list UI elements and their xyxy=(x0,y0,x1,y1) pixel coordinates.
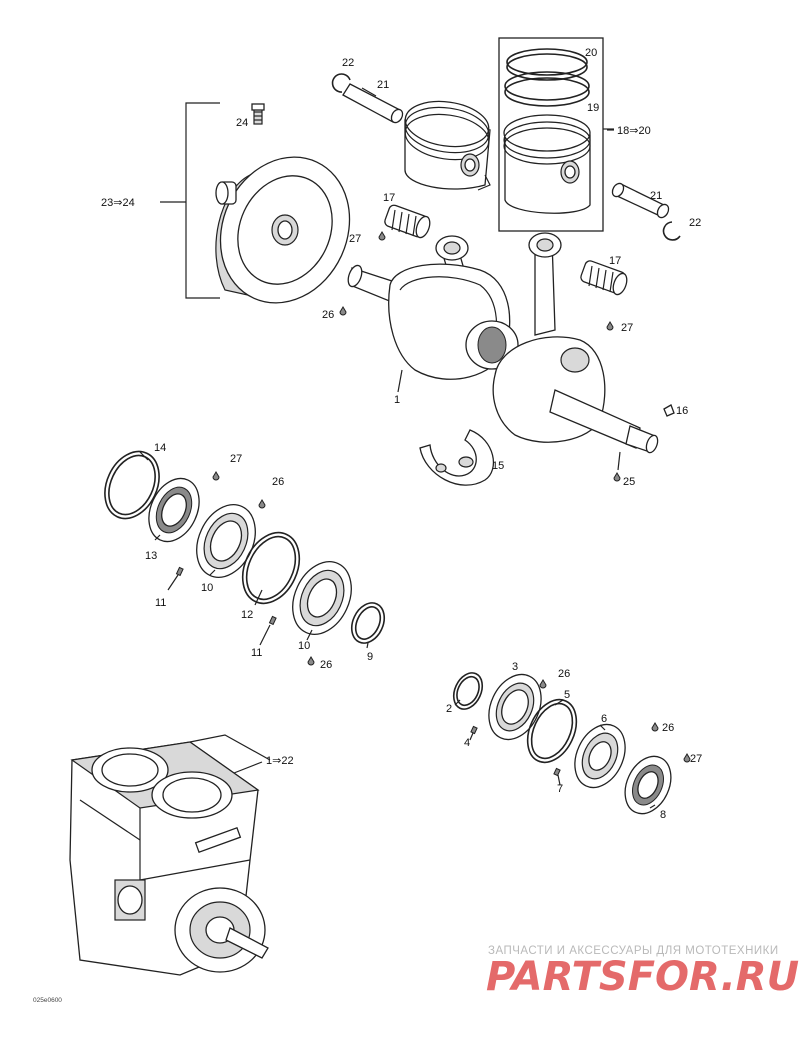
grease-drop-icon xyxy=(258,499,266,509)
callout-17-left: 17 xyxy=(383,192,395,204)
flywheel xyxy=(160,102,351,304)
callout-15: 15 xyxy=(492,460,504,472)
callout-27-b: 27 xyxy=(621,322,633,334)
leader-lines xyxy=(139,87,656,809)
callout-22-left: 22 xyxy=(342,57,354,69)
callout-5: 5 xyxy=(564,689,570,701)
callout-27-a: 27 xyxy=(349,233,361,245)
callout-9: 9 xyxy=(367,651,373,663)
grease-drop-icon xyxy=(212,471,220,481)
bolt-24 xyxy=(251,103,265,125)
callout-10-b: 10 xyxy=(298,640,310,652)
callout-20: 20 xyxy=(585,47,597,59)
callout-17-right: 17 xyxy=(609,255,621,267)
callout-3: 3 xyxy=(512,661,518,673)
callout-19: 19 xyxy=(587,102,599,114)
callout-13: 13 xyxy=(145,550,157,562)
callout-1: 1 xyxy=(394,394,400,406)
grease-drop-icons xyxy=(212,231,691,763)
piston-pin-right xyxy=(611,182,681,241)
callout-26-a: 26 xyxy=(322,309,334,321)
watermark-brand: PARTSFOR.RU xyxy=(486,954,799,1000)
grease-drop-icon xyxy=(613,472,621,482)
drawing-code: 025e0600 xyxy=(33,997,62,1004)
grease-drop-icon xyxy=(651,722,659,732)
callout-18-20: 18⇒20 xyxy=(617,125,651,137)
watermark: ЗАПЧАСТИ И АКСЕССУАРЫ ДЛЯ МОТОТЕХНИКИ PA… xyxy=(486,945,799,1000)
callout-2: 2 xyxy=(446,703,452,715)
callout-10-a: 10 xyxy=(201,582,213,594)
callout-26-b: 26 xyxy=(272,476,284,488)
half-ring-15 xyxy=(419,429,494,486)
grease-drop-icon xyxy=(606,321,614,331)
callout-25: 25 xyxy=(623,476,635,488)
callout-21-right: 21 xyxy=(650,190,662,202)
callout-12: 12 xyxy=(241,609,253,621)
grease-drop-icon xyxy=(307,656,315,666)
key-16 xyxy=(663,404,675,417)
crankshaft xyxy=(347,232,659,454)
callout-26-e: 26 xyxy=(662,722,674,734)
grease-drop-icon xyxy=(339,306,347,316)
callouts: 22 21 20 19 18⇒20 24 23⇒24 21 22 17 27 1… xyxy=(101,47,702,821)
callout-11-a: 11 xyxy=(155,597,166,609)
grease-drop-icon xyxy=(683,753,691,763)
piston-left xyxy=(331,73,491,191)
callout-24: 24 xyxy=(236,117,248,129)
callout-6: 6 xyxy=(601,713,607,725)
callout-11-b: 11 xyxy=(251,647,262,659)
callout-26-d: 26 xyxy=(558,668,570,680)
grease-drop-icon xyxy=(539,679,547,689)
callout-21-left: 21 xyxy=(377,79,389,91)
needle-bearing-17-right xyxy=(580,260,628,296)
grease-drop-icon xyxy=(378,231,386,241)
callout-23-24: 23⇒24 xyxy=(101,197,135,209)
callout-14: 14 xyxy=(154,442,166,454)
callout-1-22: 1⇒22 xyxy=(266,755,294,767)
callout-26-c: 26 xyxy=(320,659,332,671)
callout-22-right: 22 xyxy=(689,217,701,229)
engine-assembly xyxy=(69,734,271,976)
left-bearing-group xyxy=(104,450,386,644)
callout-8: 8 xyxy=(660,809,666,821)
callout-16: 16 xyxy=(676,405,688,417)
callout-7: 7 xyxy=(557,783,563,795)
right-bearing-group xyxy=(452,672,672,815)
watermark-tagline: ЗАПЧАСТИ И АКСЕССУАРЫ ДЛЯ МОТОТЕХНИКИ xyxy=(488,945,779,957)
callout-27-c: 27 xyxy=(230,453,242,465)
piston-kit-box xyxy=(498,37,614,232)
callout-27-d: 27 xyxy=(690,753,702,765)
callout-4: 4 xyxy=(464,737,470,749)
needle-bearing-17-left xyxy=(384,204,431,239)
